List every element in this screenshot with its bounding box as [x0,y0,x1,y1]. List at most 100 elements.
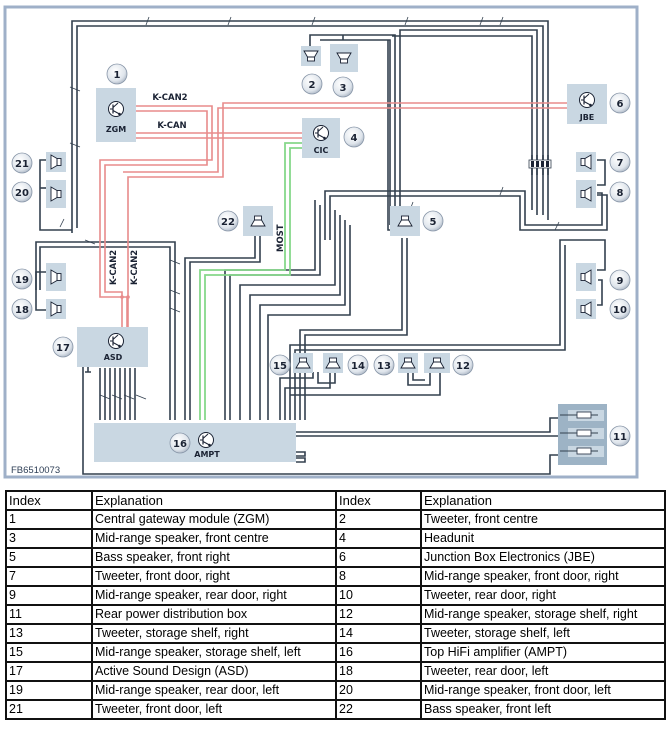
index-cell: 20 [335,680,422,701]
svg-text:2: 2 [309,80,316,91]
index-cell: 18 [335,661,422,682]
legend-header-row: Index Explanation Index Explanation [5,490,666,511]
transistor-icon [578,91,596,109]
explanation-cell: Tweeter, rear door, left [420,661,666,682]
svg-text:9: 9 [617,276,624,287]
transistor-icon [197,431,215,449]
index-badge: 5 [422,210,444,232]
index-badge: 6 [609,92,631,114]
speaker-22 [243,206,273,236]
index-cell: 10 [335,585,422,606]
explanation-cell: Mid-range speaker, storage shelf, right [420,604,666,625]
index-cell: 5 [5,547,93,568]
index-cell: 15 [5,642,93,663]
speaker-7 [576,152,596,172]
index-cell: 7 [5,566,93,587]
index-cell: 9 [5,585,93,606]
index-badge: 7 [609,151,631,173]
explanation-cell: Bass speaker, front left [420,699,666,720]
module-label: ASD [104,353,123,362]
most-bus [199,142,302,420]
svg-text:19: 19 [15,275,29,286]
speaker-5 [390,206,420,236]
column-header-explanation: Explanation [420,490,666,511]
svg-text:16: 16 [173,439,187,450]
index-badge: 2 [301,73,323,95]
svg-text:7: 7 [617,158,624,169]
explanation-cell: Junction Box Electronics (JBE) [420,547,666,568]
explanation-cell: Tweeter, front centre [420,509,666,530]
explanation-cell: Bass speaker, front right [91,547,337,568]
index-badges: 1 2 3 4 6 5 7 8 9 10 11 12 13 14 15 16 1… [11,63,631,454]
svg-text:21: 21 [15,159,29,170]
index-cell: 22 [335,699,422,720]
index-badge: 3 [332,76,354,98]
svg-text:11: 11 [613,432,627,443]
index-cell: 2 [335,509,422,530]
explanation-cell: Mid-range speaker, front door, left [420,680,666,701]
svg-text:10: 10 [613,305,627,316]
index-badge: 19 [11,268,33,290]
index-badge: 20 [11,181,33,203]
index-badge: 18 [11,298,33,320]
rear-power-distribution-box [558,404,607,465]
module-label: AMPT [194,450,220,459]
svg-text:8: 8 [617,188,624,199]
module-label: CIC [314,146,329,155]
bus-label-kcan2-vertical: K-CAN2 [109,250,119,285]
explanation-cell: Tweeter, front door, right [91,566,337,587]
svg-text:17: 17 [56,343,70,354]
speaker-3 [330,44,358,72]
svg-text:6: 6 [617,99,624,110]
explanation-cell: Mid-range speaker, front door, right [420,566,666,587]
module-cic: CIC [302,118,340,158]
index-badge: 21 [11,152,33,174]
module-label: ZGM [106,125,126,134]
index-cell: 4 [335,528,422,549]
svg-text:12: 12 [456,361,470,372]
speaker-20 [46,180,66,208]
svg-text:22: 22 [221,217,235,228]
index-badge: 14 [347,354,369,376]
explanation-cell: Mid-range speaker, rear door, right [91,585,337,606]
module-zgm: ZGM [96,88,136,142]
index-badge: 11 [609,425,631,447]
explanation-cell: Mid-range speaker, front centre [91,528,337,549]
index-badge: 13 [373,354,395,376]
index-badge: 4 [343,126,365,148]
module-label: JBE [579,113,595,122]
fuse-icon [576,447,592,455]
speaker-14 [323,353,343,373]
index-badge: 10 [609,298,631,320]
index-cell: 17 [5,661,93,682]
explanation-cell: Tweeter, front door, left [91,699,337,720]
index-badge: 8 [609,181,631,203]
column-header-index: Index [335,490,422,511]
module-ampt: AMPT [94,423,296,462]
index-cell: 21 [5,699,93,720]
index-cell: 1 [5,509,93,530]
speaker-8 [576,180,596,208]
explanation-cell: Tweeter, storage shelf, right [91,623,337,644]
index-badge: 9 [609,269,631,291]
explanation-cell: Active Sound Design (ASD) [91,661,337,682]
speaker-19 [46,263,66,291]
module-jbe: JBE [567,84,607,124]
index-cell: 11 [5,604,93,625]
index-badge: 12 [452,354,474,376]
svg-text:20: 20 [15,188,29,199]
index-cell: 14 [335,623,422,644]
svg-text:13: 13 [377,361,391,372]
svg-text:4: 4 [351,133,358,144]
explanation-cell: Headunit [420,528,666,549]
svg-text:5: 5 [430,217,437,228]
